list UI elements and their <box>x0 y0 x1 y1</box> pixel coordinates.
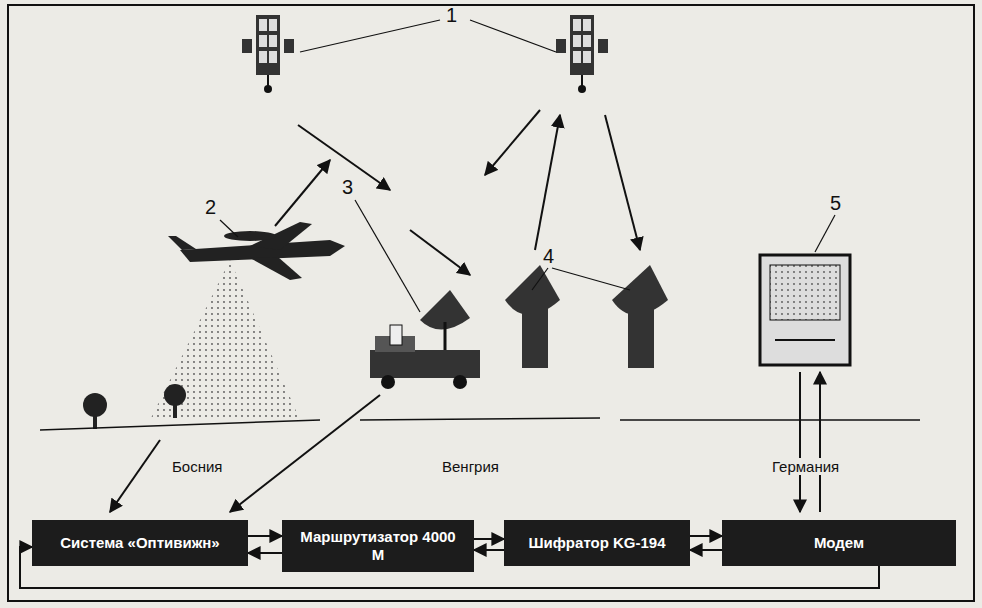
callout-number: 1 <box>446 4 457 27</box>
connector-arrow <box>248 535 282 537</box>
process-box: Маршрутизатор 4000 М <box>282 520 474 572</box>
mobile-station <box>370 290 480 389</box>
box-label: Маршрутизатор 4000 М <box>292 528 464 564</box>
box-label: Система «Оптивижн» <box>60 534 219 552</box>
callout-number: 4 <box>543 245 554 268</box>
connector-arrow <box>474 549 504 551</box>
ground-antenna <box>505 265 668 368</box>
process-box: Модем <box>722 520 956 566</box>
satellite <box>556 15 608 93</box>
callout-number: 5 <box>830 192 841 215</box>
connector-arrow <box>474 538 504 540</box>
aircraft <box>168 222 345 280</box>
process-box: Система «Оптивижн» <box>32 520 248 566</box>
satellite <box>242 15 294 93</box>
country-name: Венгрия <box>440 458 501 475</box>
callout-number: 3 <box>342 176 353 199</box>
connector-arrow <box>690 535 722 537</box>
box-label: Модем <box>814 534 864 552</box>
callout-number: 2 <box>205 196 216 219</box>
display-console <box>760 255 850 365</box>
country-name: Босния <box>170 458 224 475</box>
connector-arrow <box>248 552 282 554</box>
connector-arrow <box>690 549 722 551</box>
process-box: Шифратор KG-194 <box>504 520 690 566</box>
box-label: Шифратор KG-194 <box>528 534 665 552</box>
country-name: Германия <box>770 458 841 475</box>
